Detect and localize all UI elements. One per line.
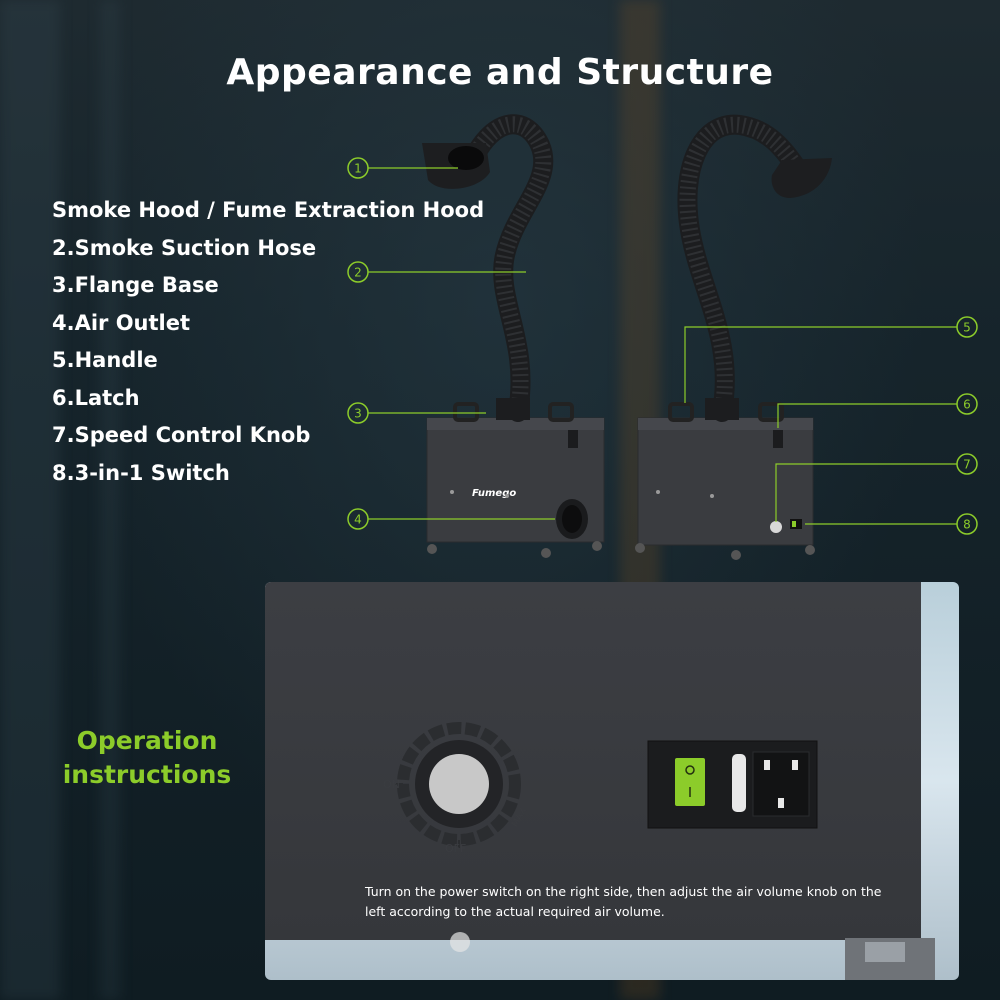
part-item-outlet: 4.Air Outlet [52, 310, 191, 335]
callout-markers: 1 2 3 4 5 6 7 [347, 157, 978, 535]
machine-illustrations: Fumego [347, 114, 978, 560]
svg-text:3: 3 [354, 407, 362, 421]
part-item-hood: Smoke Hood / Fume Extraction Hood [52, 198, 485, 222]
part-item-handle: 5.Handle [52, 348, 158, 372]
svg-text:1: 1 [354, 162, 362, 176]
operation-instruction-text: Turn on the power switch on the right si… [365, 884, 882, 919]
part-item-switch: 8.3-in-1 Switch [52, 460, 230, 485]
speed-knob: ON OFF MAX [383, 722, 529, 855]
part-item-knob: 7.Speed Control Knob [52, 423, 311, 447]
callout-6: 6 [956, 393, 978, 415]
brand-logo: Fumego [472, 488, 516, 499]
part-item-latch: 6.Latch [52, 385, 140, 410]
part-item-hose: 2.Smoke Suction Hose [52, 235, 317, 260]
svg-text:6: 6 [963, 398, 971, 412]
svg-text:5: 5 [963, 321, 971, 335]
callout-3: 3 [347, 402, 369, 424]
knob-on-label: ON [383, 778, 400, 791]
svg-text:7: 7 [963, 458, 971, 472]
callout-1: 1 [347, 157, 369, 179]
control-panel-closeup: ON OFF MAX [265, 582, 959, 980]
callout-4: 4 [347, 508, 369, 530]
operation-title-line1: Operation [76, 726, 218, 755]
callout-7: 7 [956, 453, 978, 475]
machine-front-view: Fumego [422, 114, 605, 558]
machine-side-view [635, 114, 832, 560]
callout-5: 5 [956, 316, 978, 338]
page-title: Appearance and Structure [226, 52, 774, 93]
svg-text:4: 4 [354, 513, 362, 527]
callout-lines [368, 167, 957, 525]
callout-8: 8 [956, 513, 978, 535]
part-item-flange: 3.Flange Base [52, 273, 219, 297]
operation-title: Operation instructions [52, 724, 242, 792]
callout-2: 2 [347, 261, 369, 283]
svg-text:2: 2 [354, 266, 362, 280]
panel-controls: ON OFF MAX [383, 722, 935, 980]
parts-list: Smoke Hood / Fume Extraction Hood 2.Smok… [52, 196, 484, 496]
svg-text:8: 8 [963, 518, 971, 532]
knob-off-label: OFF [445, 842, 466, 855]
power-switch-module [647, 740, 818, 829]
operation-title-line2: instructions [62, 760, 232, 789]
